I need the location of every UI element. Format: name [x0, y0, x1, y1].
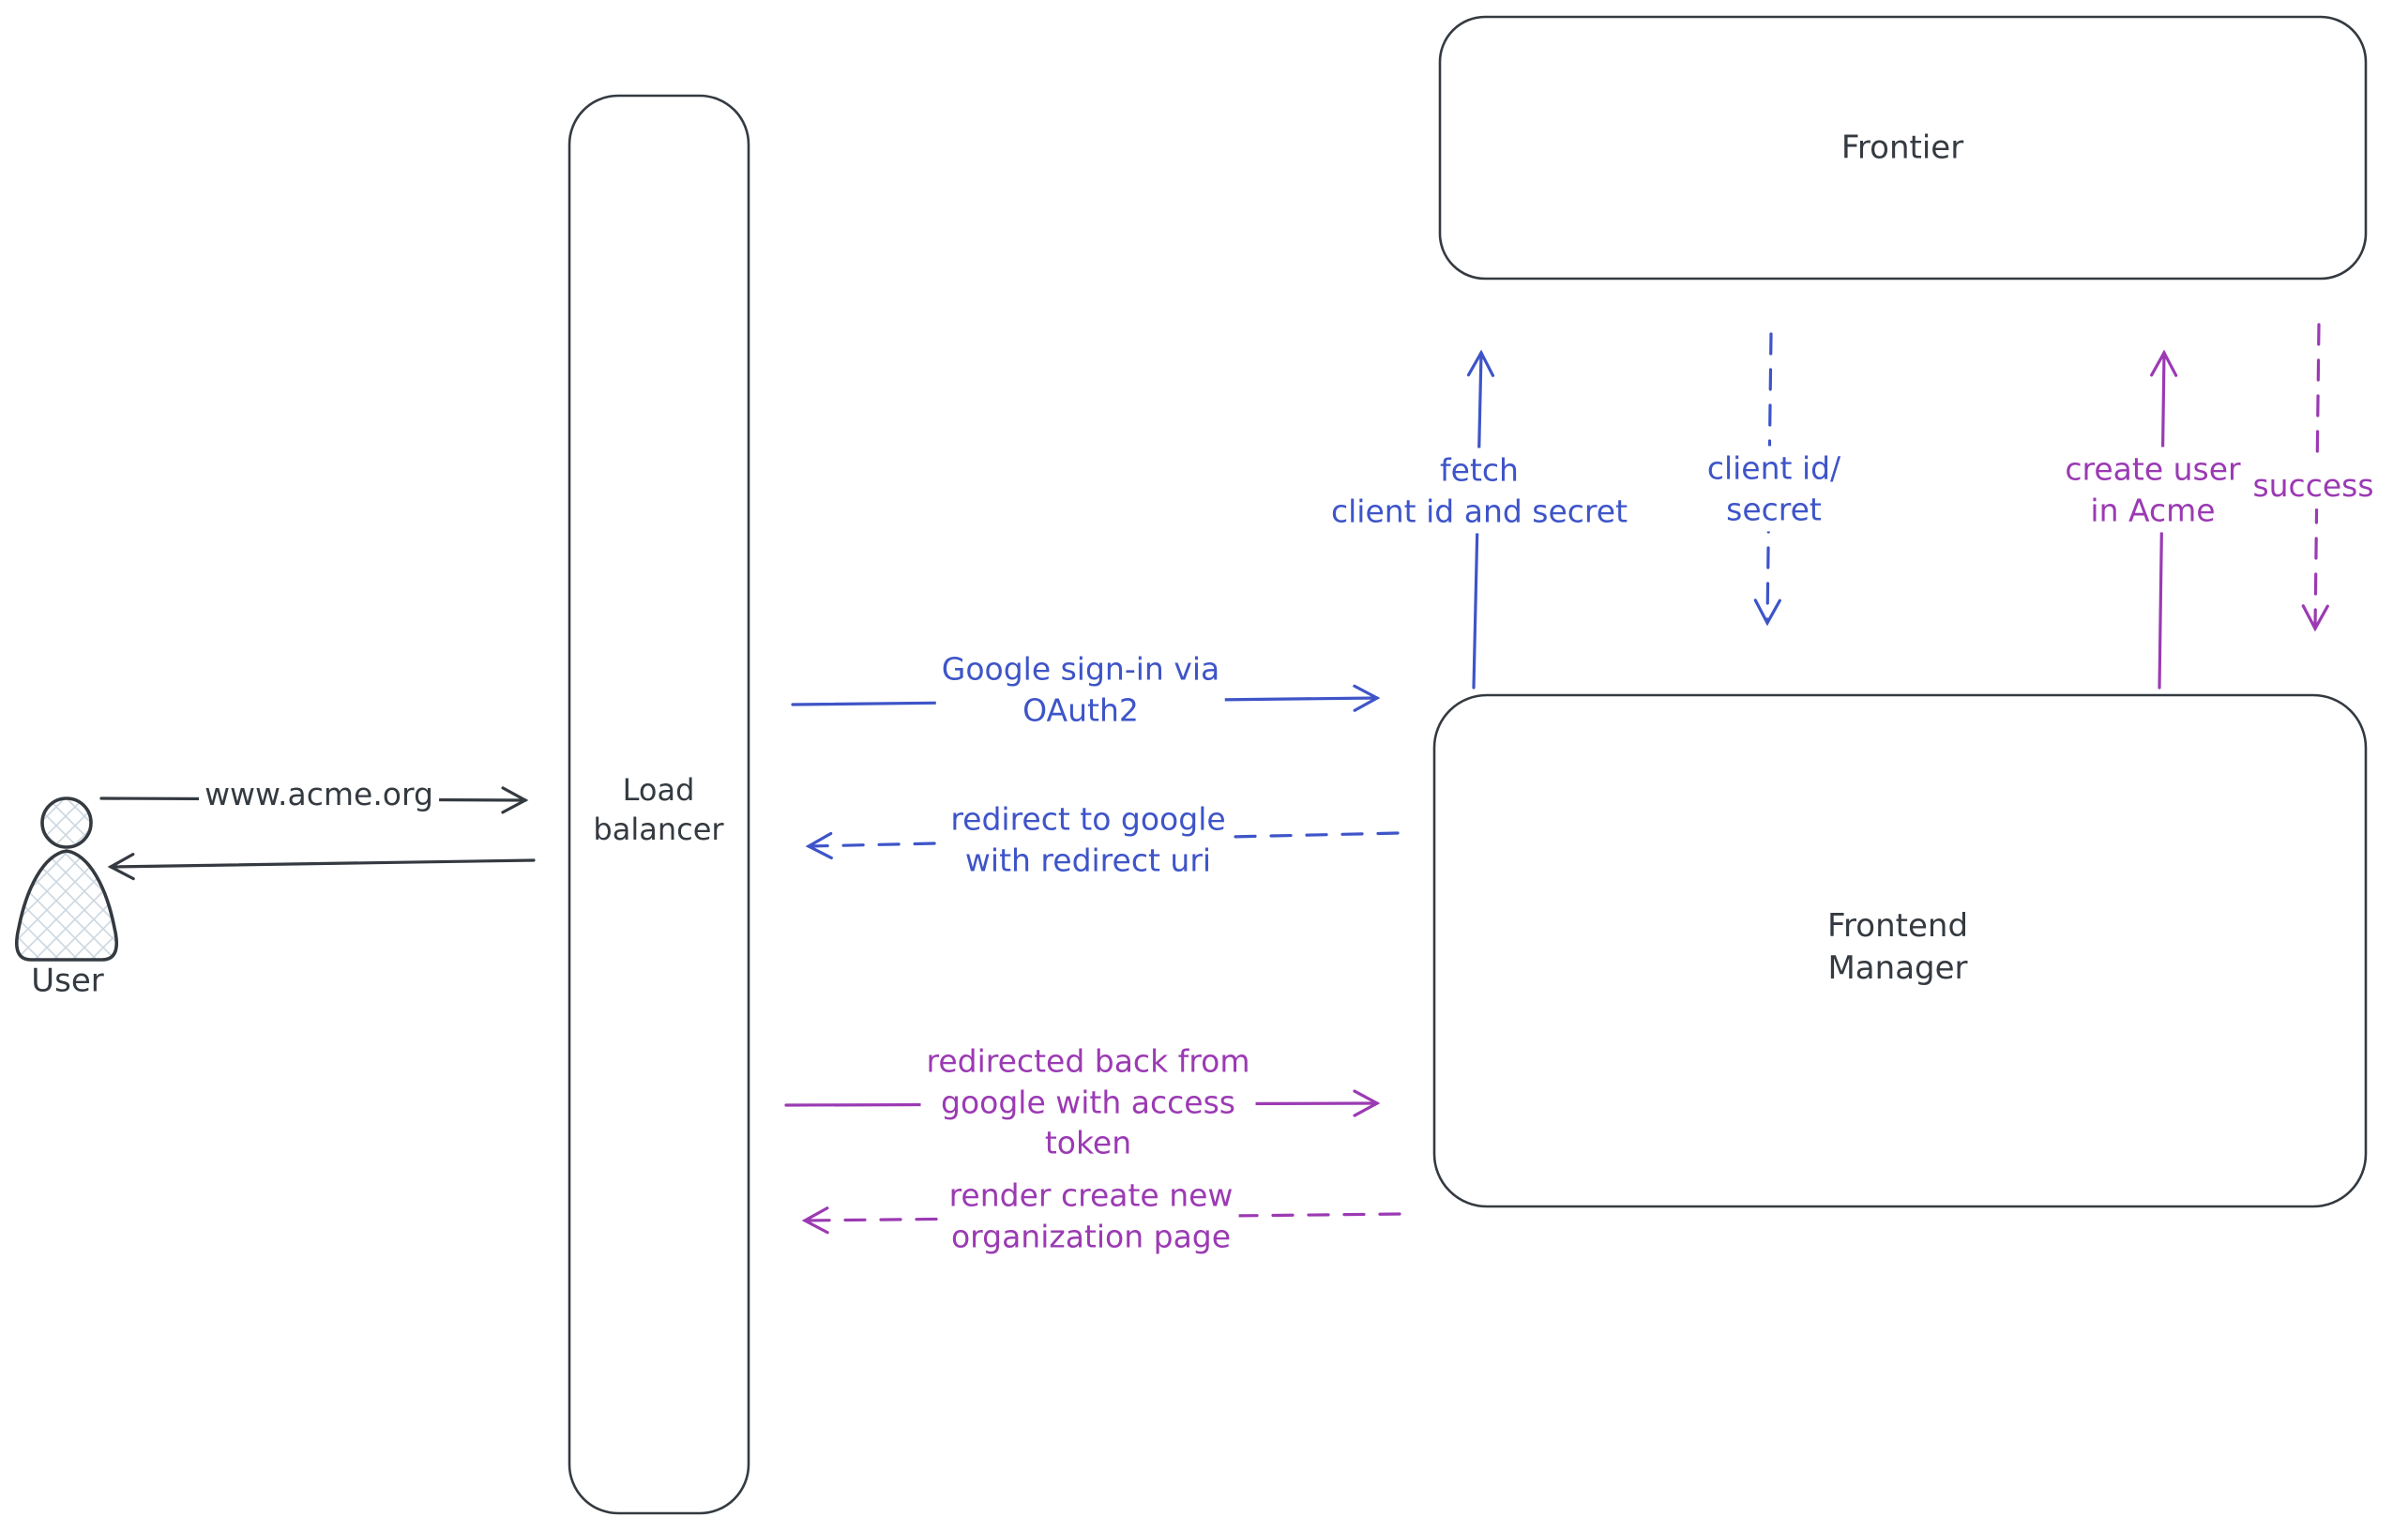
edge-label-www-acme: www.acme.org — [199, 772, 439, 817]
edge-label-render-org-page: render create new organization page — [943, 1173, 1239, 1259]
edge-label-redirect-to-google: redirect to google with redirect uri — [945, 796, 1232, 883]
redirected-back-line3: token — [1044, 1124, 1132, 1161]
render-org-page-line2: organization page — [950, 1218, 1232, 1254]
client-id-secret-line2: secret — [1726, 491, 1822, 527]
create-user-line2: in Acme — [2090, 492, 2216, 528]
redirect-to-google-line1: redirect to google — [950, 800, 1226, 838]
edge-label-google-signin: Google sign-in via OAuth2 — [935, 646, 1226, 733]
google-signin-line1: Google sign-in via — [941, 650, 1220, 688]
redirect-to-google-line2: with redirect uri — [964, 842, 1212, 878]
fetch-client-creds-line1: fetch — [1440, 451, 1519, 489]
frontier-label-line: Frontier — [1840, 129, 1964, 167]
edge-label-redirected-back: redirected back from google with access … — [920, 1039, 1256, 1166]
node-label-frontend-manager: Frontend Manager — [1821, 903, 1975, 992]
edge-label-client-id-secret: client id/ secret — [1701, 446, 1847, 532]
redirected-back-line2: google with access — [941, 1084, 1235, 1121]
user-person-icon — [15, 796, 118, 962]
load-balancer-label-line1: Load — [622, 771, 695, 808]
redirected-back-line1: redirected back from — [926, 1042, 1250, 1080]
fetch-client-creds-line2: client id and secret — [1330, 493, 1628, 529]
node-label-user: User — [25, 959, 110, 1005]
google-signin-line2: OAuth2 — [1022, 691, 1139, 728]
frontend-manager-label-line2: Manager — [1827, 949, 1968, 987]
client-id-secret-line1: client id/ — [1706, 449, 1841, 487]
user-label-line: User — [31, 962, 104, 1000]
load-balancer-label-line2: balancer — [593, 812, 724, 847]
edge-label-create-user: create user in Acme — [2059, 447, 2247, 533]
render-org-page-line1: render create new — [948, 1176, 1234, 1214]
node-label-frontier: Frontier — [1835, 125, 1970, 172]
www-acme-line: www.acme.org — [204, 776, 433, 813]
frontend-manager-label-line1: Frontend — [1826, 907, 1969, 946]
edge-label-fetch-client-creds: fetch client id and secret — [1325, 447, 1634, 534]
edge-response-to-user — [107, 853, 536, 881]
create-user-line1: create user — [2065, 450, 2241, 488]
node-label-load-balancer: Load balancer — [587, 767, 730, 852]
edge-label-success: success — [2247, 463, 2380, 508]
success-line: success — [2252, 467, 2374, 505]
